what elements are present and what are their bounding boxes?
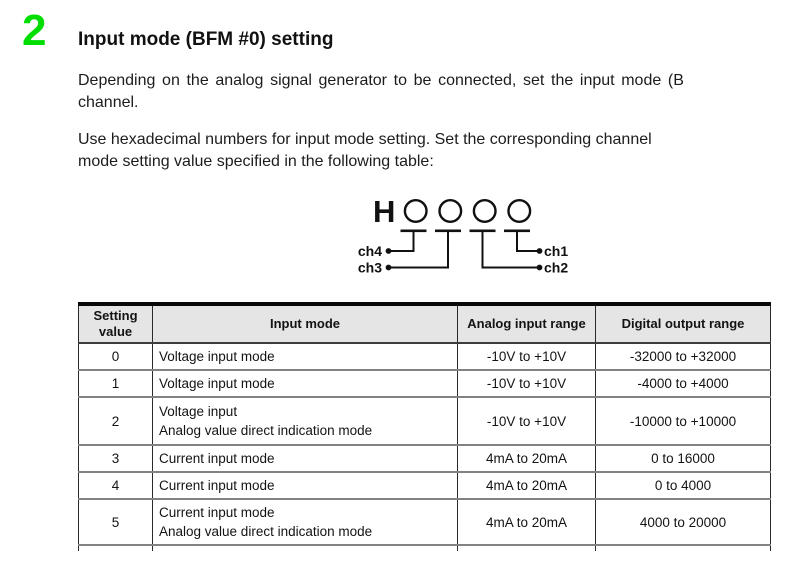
cell-analog-input-range: -10V to +10V bbox=[457, 397, 596, 446]
cell-analog-input-range: 4mA to 20mA bbox=[457, 445, 596, 473]
paragraph-hex-note-line2: mode setting value specified in the foll… bbox=[78, 153, 434, 170]
hex-digit-channel-diagram: H bbox=[358, 194, 568, 276]
table-row: 3 Current input mode 4mA to 20mA 0 to 16… bbox=[78, 445, 771, 473]
label-ch1: ch1 bbox=[544, 243, 568, 259]
digit-underline-bars bbox=[400, 229, 530, 233]
cell-setting-value: 2 bbox=[78, 397, 153, 446]
header-analog-input-range: Analog input range bbox=[457, 304, 596, 344]
table-row: 2 Voltage input Analog value direct indi… bbox=[78, 397, 771, 446]
section-number: 2 bbox=[22, 6, 47, 55]
cell-setting-value: 3 bbox=[78, 445, 153, 473]
cell-input-mode: Current input mode Analog value direct i… bbox=[152, 499, 458, 546]
cell-analog-input-range: 4mA to 20mA bbox=[457, 499, 596, 546]
digit-circle-ch3 bbox=[438, 198, 463, 224]
header-setting-value: Setting value bbox=[78, 304, 153, 344]
cell-setting-value: 4 bbox=[78, 472, 153, 500]
label-ch2: ch2 bbox=[544, 260, 568, 276]
cell-input-mode: Voltage input mode bbox=[152, 343, 458, 371]
cell-input-mode-line1: Voltage input bbox=[159, 404, 238, 419]
cell-digital-output-range: 0 to 16000 bbox=[595, 445, 771, 473]
cell-analog-input-range: -10V to +10V bbox=[457, 370, 596, 398]
label-ch4: ch4 bbox=[358, 243, 382, 259]
cell-digital-output-range: -32000 to +32000 bbox=[595, 343, 771, 371]
cell-input-mode: Voltage input Analog value direct indica… bbox=[152, 397, 458, 446]
hex-prefix-letter: H bbox=[373, 194, 395, 229]
cell-input-mode: Voltage input mode bbox=[152, 370, 458, 398]
cell-setting-value: 1 bbox=[78, 370, 153, 398]
table-row: 5 Current input mode Analog value direct… bbox=[78, 499, 771, 546]
connector-bullets bbox=[385, 248, 543, 271]
header-digital-output-range: Digital output range bbox=[595, 304, 771, 344]
cell-setting-value: 5 bbox=[78, 499, 153, 546]
table-row: 0 Voltage input mode -10V to +10V -32000… bbox=[78, 343, 771, 371]
label-ch3: ch3 bbox=[358, 260, 382, 276]
cell-input-mode: Current input mode bbox=[152, 445, 458, 473]
channel-connector-lines bbox=[388, 232, 539, 269]
input-mode-table: Setting value Input mode Analog input ra… bbox=[78, 302, 771, 551]
cell-digital-output-range: 4000 to 20000 bbox=[595, 499, 771, 546]
digit-circle-ch4 bbox=[403, 198, 428, 224]
cell-digital-output-range: -10000 to +10000 bbox=[595, 397, 771, 446]
table-row: 1 Voltage input mode -10V to +10V -4000 … bbox=[78, 370, 771, 398]
paragraph-intro-line2: channel. bbox=[78, 94, 139, 111]
paragraph-hex-note-line1: Use hexadecimal numbers for input mode s… bbox=[78, 131, 652, 148]
digit-circle-ch2 bbox=[472, 198, 497, 224]
cell-input-mode: Current input mode bbox=[152, 472, 458, 500]
cell-input-mode-line1: Current input mode bbox=[159, 505, 275, 520]
cell-analog-input-range: -10V to +10V bbox=[457, 343, 596, 371]
table-header-row: Setting value Input mode Analog input ra… bbox=[78, 304, 771, 344]
paragraph-intro-line1: Depending on the analog signal generator… bbox=[78, 72, 684, 89]
paragraph-hex-note: Use hexadecimal numbers for input mode s… bbox=[78, 129, 800, 173]
cell-setting-value: 0 bbox=[78, 343, 153, 371]
paragraph-intro: Depending on the analog signal generator… bbox=[78, 70, 800, 114]
table-cutoff-row bbox=[78, 545, 771, 551]
page-title: Input mode (BFM #0) setting bbox=[78, 29, 334, 50]
header-input-mode: Input mode bbox=[152, 304, 458, 344]
digit-circle-ch1 bbox=[507, 198, 532, 224]
cell-digital-output-range: 0 to 4000 bbox=[595, 472, 771, 500]
cell-analog-input-range: 4mA to 20mA bbox=[457, 472, 596, 500]
cell-input-mode-line2: Analog value direct indication mode bbox=[159, 524, 373, 539]
table-row: 4 Current input mode 4mA to 20mA 0 to 40… bbox=[78, 472, 771, 500]
cell-digital-output-range: -4000 to +4000 bbox=[595, 370, 771, 398]
cell-input-mode-line2: Analog value direct indication mode bbox=[159, 423, 373, 438]
